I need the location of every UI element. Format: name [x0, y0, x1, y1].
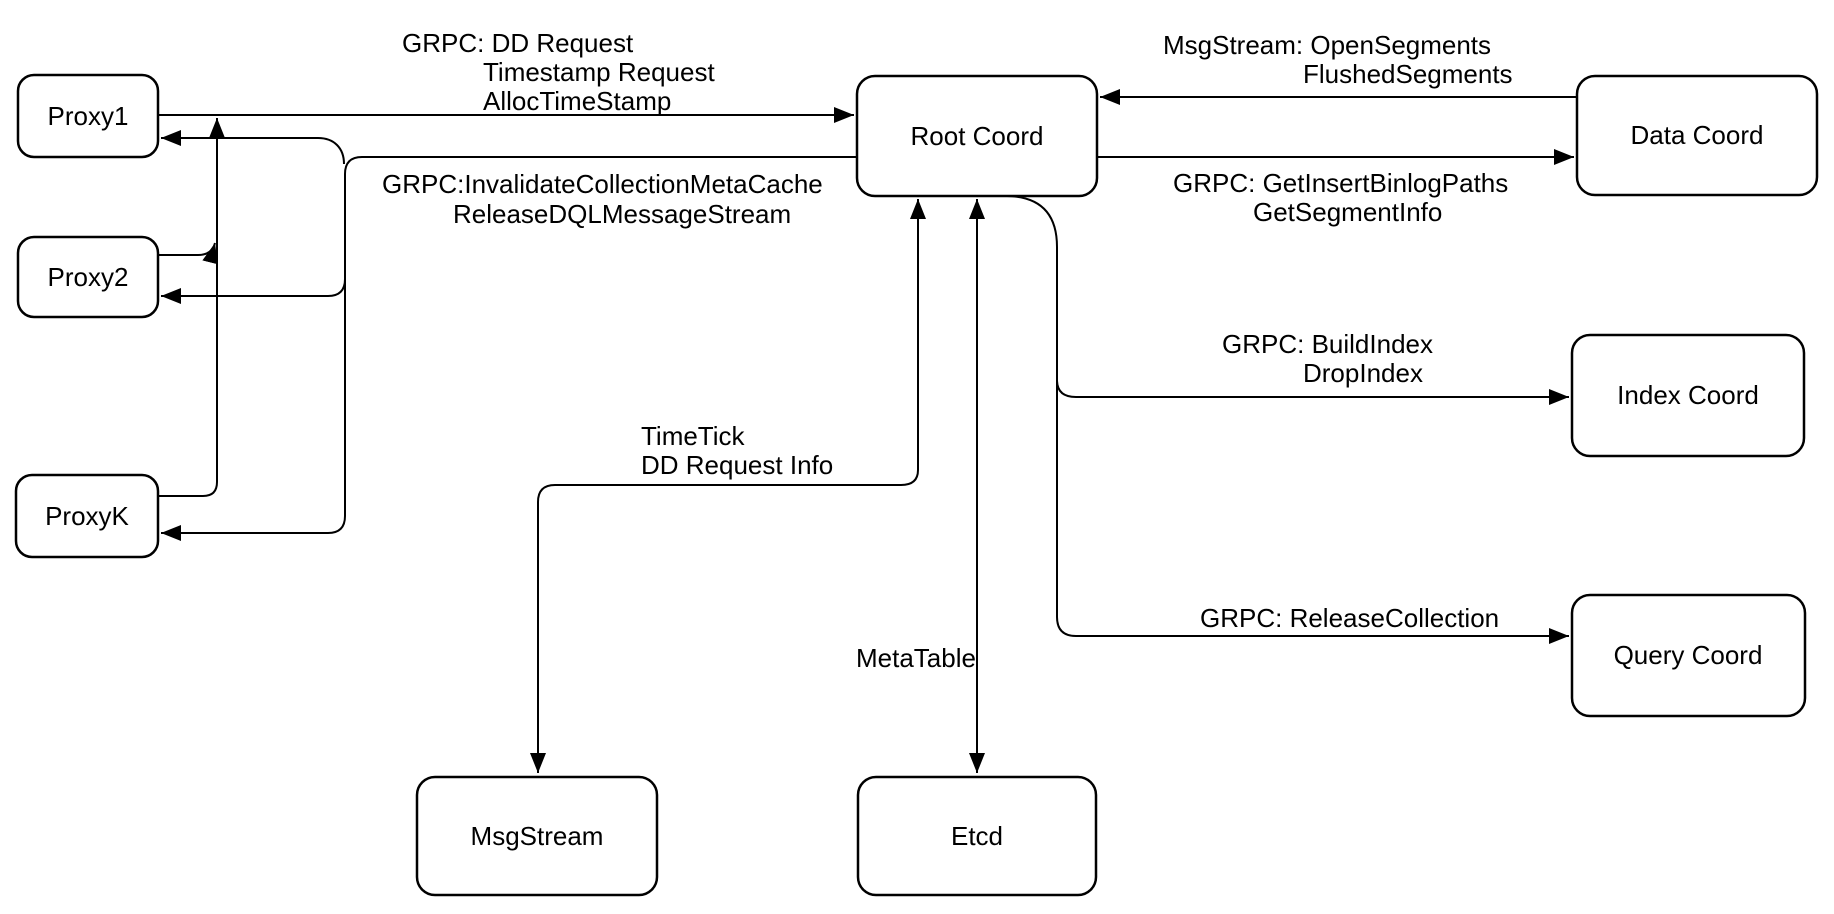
node-proxy2: Proxy2	[16, 235, 160, 319]
label-timetick-line1: TimeTick	[641, 421, 746, 451]
label-msgstream-opensegments-line1: MsgStream: OpenSegments	[1163, 30, 1491, 60]
node-etcd: Etcd	[856, 775, 1098, 897]
etcd-label: Etcd	[951, 821, 1003, 851]
edge-branch-to-proxy1	[161, 130, 345, 165]
label-grpc-dd-request-line1: GRPC: DD Request	[402, 28, 634, 58]
edge-rootcoord-to-proxyk	[161, 156, 857, 541]
msgstream-label: MsgStream	[471, 821, 604, 851]
label-invalidate-collection-line2: ReleaseDQLMessageStream	[453, 199, 791, 229]
label-grpc-buildindex-line1: GRPC: BuildIndex	[1222, 329, 1433, 359]
data-coord-box	[1575, 74, 1819, 197]
label-grpc-getinsertbinlogpaths-line1: GRPC: GetInsertBinlogPaths	[1173, 168, 1508, 198]
edge-rootcoord-msgstream-timetick	[530, 199, 926, 773]
edge-rootcoord-to-indexcoord	[1056, 379, 1569, 405]
proxy2-box	[16, 235, 160, 319]
proxyk-label: ProxyK	[45, 501, 129, 531]
label-grpc-buildindex-line2: DropIndex	[1303, 358, 1423, 388]
data-coord-label: Data Coord	[1631, 120, 1764, 150]
label-metatable: MetaTable	[856, 643, 976, 673]
edge-proxy2-join-trunk	[158, 242, 218, 265]
label-grpc-getinsertbinlogpaths: GRPC: GetInsertBinlogPaths GetSegmentInf…	[1173, 168, 1508, 227]
query-coord-label: Query Coord	[1614, 640, 1763, 670]
node-root-coord: Root Coord	[855, 74, 1099, 198]
label-grpc-dd-request-line2: Timestamp Request	[483, 57, 715, 87]
root-coord-label: Root Coord	[911, 121, 1044, 151]
label-timetick: TimeTick DD Request Info	[641, 421, 833, 480]
label-grpc-releasecollection-line1: GRPC: ReleaseCollection	[1200, 603, 1499, 633]
node-proxyk: ProxyK	[14, 473, 160, 559]
label-msgstream-opensegments: MsgStream: OpenSegments FlushedSegments	[1163, 30, 1513, 89]
msgstream-box	[415, 775, 659, 897]
node-index-coord: Index Coord	[1570, 333, 1806, 458]
query-coord-box	[1570, 593, 1807, 718]
edge-branch-to-proxy2	[161, 278, 346, 304]
node-msgstream: MsgStream	[415, 775, 659, 897]
proxyk-box	[14, 473, 160, 559]
label-grpc-dd-request: GRPC: DD Request Timestamp Request Alloc…	[402, 28, 715, 116]
root-coord-box	[855, 74, 1099, 198]
node-proxy1: Proxy1	[16, 73, 160, 159]
proxy2-label: Proxy2	[48, 262, 129, 292]
label-grpc-dd-request-line3: AllocTimeStamp	[483, 86, 671, 116]
index-coord-box	[1570, 333, 1806, 458]
label-grpc-buildindex: GRPC: BuildIndex DropIndex	[1222, 329, 1433, 388]
proxy1-box	[16, 73, 160, 159]
etcd-box	[856, 775, 1098, 897]
label-grpc-releasecollection: GRPC: ReleaseCollection	[1200, 603, 1499, 633]
index-coord-label: Index Coord	[1617, 380, 1759, 410]
label-invalidate-collection: GRPC:InvalidateCollectionMetaCache Relea…	[382, 169, 823, 229]
edge-proxyk-up-trunk	[158, 118, 225, 497]
node-query-coord: Query Coord	[1570, 593, 1807, 718]
edge-rootcoord-to-querycoord	[1006, 195, 1569, 644]
proxy1-label: Proxy1	[48, 101, 129, 131]
node-data-coord: Data Coord	[1575, 74, 1819, 197]
label-timetick-line2: DD Request Info	[641, 450, 833, 480]
label-grpc-getinsertbinlogpaths-line2: GetSegmentInfo	[1253, 197, 1442, 227]
label-msgstream-opensegments-line2: FlushedSegments	[1303, 59, 1513, 89]
label-metatable-line1: MetaTable	[856, 643, 976, 673]
label-invalidate-collection-line1: GRPC:InvalidateCollectionMetaCache	[382, 169, 823, 199]
